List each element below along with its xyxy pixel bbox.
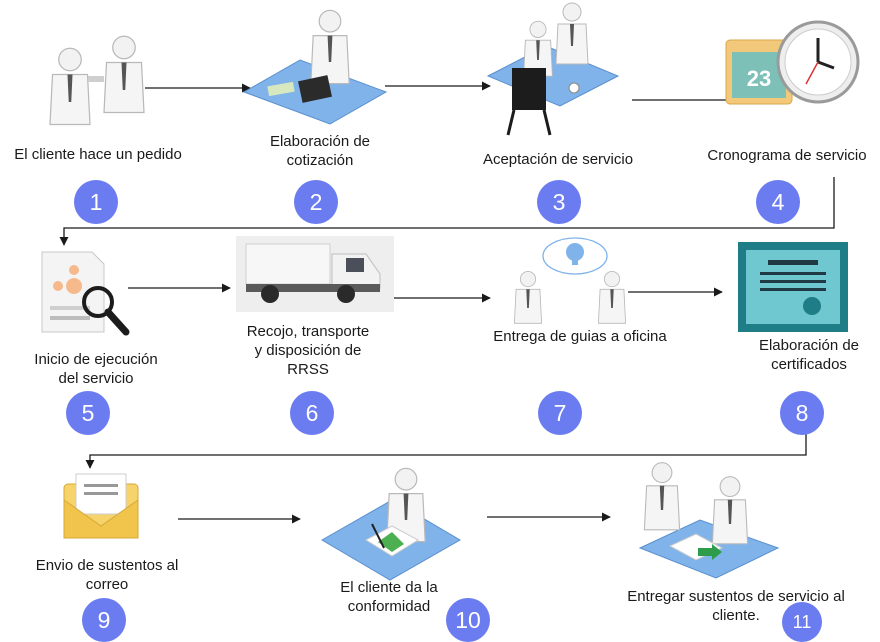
step-7-label-line: Entrega de guias a oficina: [493, 328, 667, 345]
step-3-label-line: Aceptación de servicio: [482, 151, 634, 168]
step-10-label: El cliente da la conformidad: [314, 578, 464, 616]
step-2-number-badge: 2: [294, 180, 338, 224]
certificate-icon: [738, 242, 848, 332]
step-2-label-line: cotización: [286, 152, 354, 169]
svg-text:23: 23: [747, 66, 771, 91]
step-11-label-line: cliente.: [712, 607, 760, 624]
step-6-number-badge: 6: [290, 391, 334, 435]
document-magnifier-icon: [41, 251, 130, 336]
step-10-number-badge: 10: [446, 598, 490, 642]
step-1-label: El cliente hace un pedido: [0, 145, 196, 164]
idea-meeting-icon: [513, 237, 627, 324]
step-4-label-line: Cronograma de servicio: [707, 147, 867, 164]
connector-8-9: [85, 434, 807, 469]
step-8-label-line: Elaboración de: [758, 337, 860, 354]
step-1-number-badge: 1: [74, 180, 118, 224]
step-6-label-line: Recojo, transporte: [246, 323, 370, 340]
signing-document-icon: [321, 467, 461, 581]
step-3-label: Aceptación de servicio: [460, 150, 656, 169]
step-7-number-badge: 7: [538, 391, 582, 435]
step-9-number-badge: 9: [82, 598, 126, 642]
step-11-number-badge: 11: [782, 602, 822, 642]
step-2-label: Elaboración de cotización: [232, 132, 408, 170]
step-9-label-line: correo: [85, 576, 129, 593]
step-5-number-badge: 5: [66, 391, 110, 435]
step-6-label-line: y disposición de: [254, 342, 362, 359]
step-9-label: Envio de sustentos al correo: [12, 556, 202, 594]
step-4-label: Cronograma de servicio: [694, 146, 880, 165]
envelope-icon: [63, 473, 139, 539]
step-11-label: Entregar sustentos de servicio al client…: [600, 587, 872, 625]
step-4-number-badge: 4: [756, 180, 800, 224]
presentation-meeting-icon: [486, 2, 620, 136]
step-5-label-line: Inicio de ejecución: [34, 351, 158, 368]
step-10-label-line: El cliente da la: [340, 579, 438, 596]
calendar-clock-icon: 23: [725, 20, 860, 105]
step-3-number-badge: 3: [537, 180, 581, 224]
step-2-label-line: Elaboración de: [269, 133, 371, 150]
step-10-label-line: conformidad: [347, 598, 431, 615]
truck-icon: [236, 236, 394, 312]
calculator-desk-icon: [242, 9, 388, 125]
step-11-label-line: Entregar sustentos de servicio al: [627, 588, 845, 605]
step-6-label: Recojo, transporte y disposición de RRSS: [226, 322, 390, 379]
step-7-label: Entrega de guias a oficina: [470, 327, 690, 346]
step-8-label-line: certificados: [771, 356, 847, 373]
connector-4-5: [59, 177, 835, 246]
step-5-label-line: del servicio: [58, 370, 134, 387]
step-6-label-line: RRSS: [287, 361, 329, 378]
step-1-label-line: El cliente hace un pedido: [14, 146, 182, 163]
step-5-label: Inicio de ejecución del servicio: [10, 350, 182, 388]
step-8-label: Elaboración de certificados: [738, 336, 880, 374]
handshake-icon: [49, 35, 145, 126]
step-9-label-line: Envio de sustentos al: [35, 557, 179, 574]
step-8-number-badge: 8: [780, 391, 824, 435]
document-handover-icon: [638, 462, 780, 579]
